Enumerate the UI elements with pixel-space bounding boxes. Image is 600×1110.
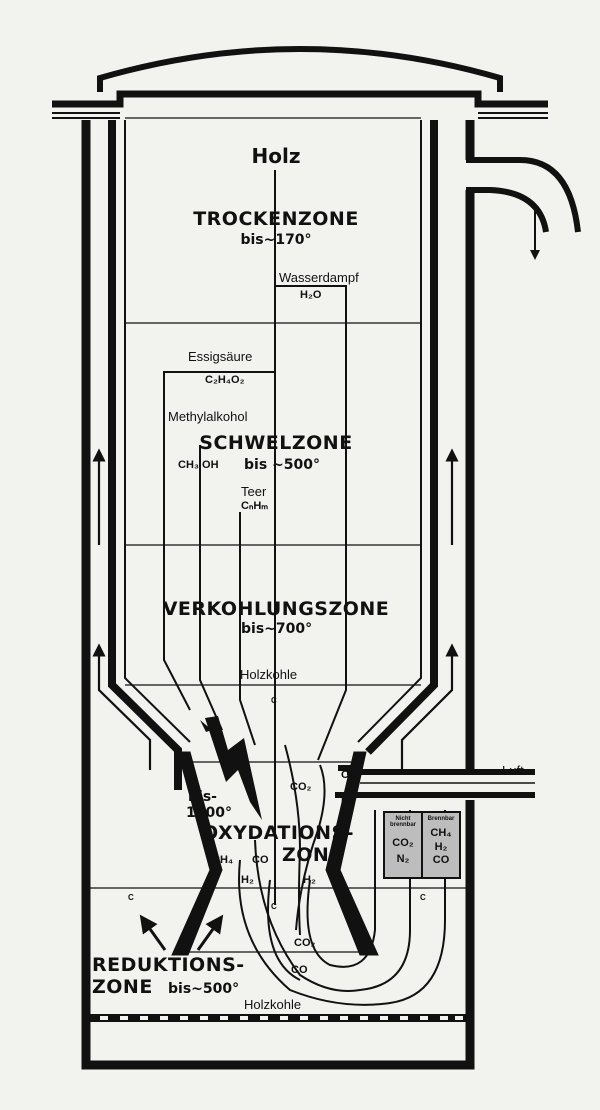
inner-hopper bbox=[108, 120, 438, 790]
nitrogen-label: N₂ bbox=[341, 795, 354, 807]
flammable-gas-1: CH₄ bbox=[430, 827, 452, 839]
hydrogen-left-label: H₂ bbox=[241, 874, 254, 886]
lid-flange bbox=[52, 90, 548, 108]
process-lines bbox=[163, 170, 446, 1006]
smouldering-zone-temp: bis ~500° bbox=[244, 457, 320, 473]
oxidation-zone-title-2: ZONE bbox=[282, 844, 343, 866]
tar-formula: CₙHₘ bbox=[241, 500, 269, 512]
oxidation-temp-line2: 1400° bbox=[186, 805, 232, 821]
carbon-left-label: C bbox=[128, 893, 134, 902]
carbon-center-label: C bbox=[271, 902, 277, 911]
drying-zone-title: TROCKENZONE bbox=[193, 208, 359, 230]
air-inlet-label: Luft bbox=[502, 763, 524, 778]
reduction-arrows bbox=[139, 914, 224, 951]
nonflammable-gas-1: CO₂ bbox=[392, 837, 414, 849]
annulus-flow-arrows bbox=[92, 448, 459, 770]
flammable-gas-3: CO bbox=[432, 854, 450, 867]
reduction-zone-temp: bis~500° bbox=[168, 981, 240, 997]
water-vapour-formula: H₂O bbox=[300, 289, 322, 301]
charcoal-label: Holzkohle bbox=[240, 667, 298, 682]
grate bbox=[90, 1014, 468, 1022]
flammable-gases: CH₄ H₂ CO bbox=[422, 827, 460, 867]
methyl-alcohol-formula: CH₃ OH bbox=[178, 459, 219, 471]
smouldering-zone-title: SCHWELZONE bbox=[199, 432, 353, 454]
methane-label: CH₄ bbox=[212, 854, 234, 866]
air-inlet bbox=[335, 765, 535, 798]
carbonisation-zone-temp: bis~700° bbox=[241, 621, 313, 637]
lightning-bolt-icon bbox=[205, 716, 262, 820]
charcoal-bottom-label: Holzkohle bbox=[244, 997, 302, 1012]
co2-throat-label: CO₂ bbox=[290, 781, 312, 793]
oxidation-zone-title-1: OXYDATIONS- bbox=[202, 822, 355, 844]
carbon-label: C bbox=[271, 696, 277, 705]
dome-lid bbox=[97, 46, 503, 92]
flammable-box-title: Brennbar bbox=[427, 816, 455, 822]
tar-label: Teer bbox=[241, 484, 267, 499]
lightning-bolt-icon-2 bbox=[200, 720, 212, 732]
nonflammable-title-2: brennbar bbox=[389, 822, 416, 829]
methyl-alcohol-label: Methylalkohol bbox=[168, 409, 248, 424]
zone-separators bbox=[90, 117, 466, 953]
carbon-right-label: C bbox=[420, 893, 426, 902]
drying-zone-temp: bis~170° bbox=[240, 232, 312, 248]
acetic-acid-label: Essigsäure bbox=[188, 349, 253, 364]
acetic-acid-formula: C₂H₄O₂ bbox=[205, 374, 245, 386]
oxygen-label: O₂ bbox=[341, 769, 355, 781]
nonflammable-title-1: Nicht bbox=[395, 816, 411, 822]
co2-bottom-label: CO₂ bbox=[294, 937, 316, 949]
nonflammable-gases: CO₂ N₂ bbox=[384, 837, 422, 865]
outer-shell bbox=[81, 120, 475, 1070]
gas-outlet-pipe bbox=[466, 157, 581, 260]
carbonisation-zone-title: VERKOHLUNGSZONE bbox=[162, 598, 390, 620]
hydrogen-right-label: H₂ bbox=[303, 874, 316, 886]
nonflammable-gas-2: N₂ bbox=[396, 852, 410, 865]
gas-composition-boxes bbox=[383, 811, 461, 879]
reduction-zone-title-1: REDUKTIONS- bbox=[92, 954, 245, 976]
flammable-gas-2: H₂ bbox=[434, 840, 448, 853]
wood-input-label: Holz bbox=[251, 144, 301, 168]
co-throat-label: CO bbox=[252, 854, 269, 866]
co-bottom-label: CO bbox=[291, 964, 308, 976]
water-vapour-label: Wasserdampf bbox=[279, 270, 359, 285]
nonflammable-box-title: Nicht brennbar bbox=[384, 816, 422, 829]
reduction-zone-title-2: ZONE bbox=[92, 976, 153, 998]
oxidation-temp-line1: bis- bbox=[188, 789, 217, 805]
